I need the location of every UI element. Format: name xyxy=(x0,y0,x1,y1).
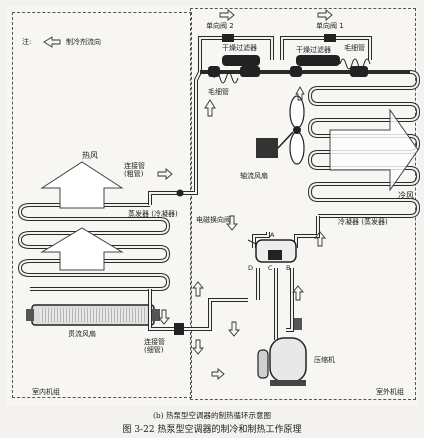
port-a-label: A xyxy=(270,231,275,239)
cross-flow-fan-icon xyxy=(26,304,160,326)
legend-text: 制冷剂流向 xyxy=(66,38,101,46)
solenoid-valve-label: 电磁换向阀 xyxy=(196,216,231,224)
capillary-left-label: 毛细管 xyxy=(208,88,229,96)
outdoor-unit-label: 室外机组 xyxy=(376,388,404,396)
compressor-icon xyxy=(257,318,307,386)
figure-caption: 图 3-22 热泵型空调器的制冷和制热工作原理 xyxy=(122,425,302,435)
flow-arrow-icons xyxy=(157,9,333,380)
capillary-right-label: 毛细管 xyxy=(344,44,365,52)
connect-pipe-thick-label: 连接管 (粗管) xyxy=(124,162,145,178)
legend-prefix: 注: xyxy=(22,38,32,46)
indoor-region xyxy=(12,12,192,398)
capillary-coils xyxy=(213,58,371,84)
legend-arrow-icon xyxy=(43,36,61,48)
connect-pipe-thin-label: 连接管 (细管) xyxy=(144,338,165,354)
axial-fan-icon xyxy=(256,95,305,165)
check-valve-2-body xyxy=(222,34,234,42)
cross-flow-fan-label: 贯流风扇 xyxy=(68,330,96,338)
port-c-label: C xyxy=(268,264,273,272)
port-b-label: B xyxy=(286,264,291,272)
thick-pipe-connector xyxy=(176,189,184,197)
check-valve-1-body xyxy=(324,34,336,42)
fan-motor xyxy=(256,138,278,158)
dry-filter-right-label: 干燥过滤器 xyxy=(296,46,331,54)
solenoid-valve-icon xyxy=(247,239,297,263)
hot-air-arrows xyxy=(40,161,124,271)
check-valve-1-label: 单向阀 1 xyxy=(316,22,344,30)
dry-filters xyxy=(208,55,368,77)
compressor-label: 压缩机 xyxy=(314,356,335,364)
check-valve-2-label: 单向阀 2 xyxy=(206,22,234,30)
thin-pipe-connector xyxy=(174,323,184,335)
cold-air-label: 冷风 xyxy=(398,191,414,200)
condenser-label: 冷凝器 (蒸发器) xyxy=(338,218,388,226)
dry-filter-left-label: 干燥过滤器 xyxy=(222,44,257,52)
reversing-valve-pipes xyxy=(252,216,320,340)
evaporator-label: 蒸发器 (冷凝器) xyxy=(128,210,178,218)
thick-connecting-pipe xyxy=(148,60,202,205)
axial-fan-label: 轴流风扇 xyxy=(240,172,268,180)
sub-caption: (b) 热泵型空调器的制热循环示意图 xyxy=(152,411,272,420)
indoor-unit-label: 室内机组 xyxy=(32,388,60,396)
hot-air-label: 热风 xyxy=(82,151,98,160)
port-d-label: D xyxy=(248,264,254,272)
cold-air-arrow xyxy=(329,108,419,192)
